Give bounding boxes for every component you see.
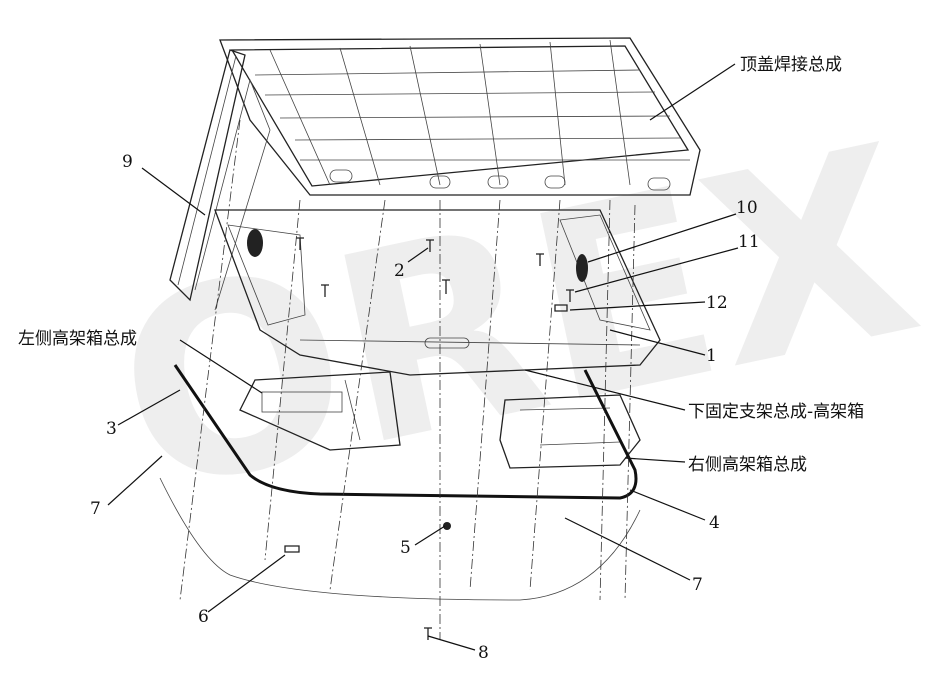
callout-2: 2 [394, 261, 405, 281]
callout-12: 12 [706, 293, 728, 313]
right-speaker-grille [576, 254, 588, 282]
callout-8: 8 [478, 643, 489, 663]
label-right-box: 右侧高架箱总成 [688, 455, 807, 475]
callout-11: 11 [738, 232, 760, 252]
callout-10: 10 [736, 198, 758, 218]
roof-weld-assembly [169, 37, 701, 311]
callout-5: 5 [400, 538, 411, 558]
callout-labels: 顶盖焊接总成 左侧高架箱总成 下固定支架总成-高架箱 右侧高架箱总成 1 2 3… [18, 55, 864, 663]
label-left-box: 左侧高架箱总成 [18, 329, 137, 349]
callout-7a: 7 [90, 499, 101, 519]
callout-1: 1 [706, 346, 717, 366]
callout-3: 3 [106, 419, 117, 439]
overhead-console [214, 209, 661, 376]
seal-strip [173, 364, 638, 500]
callout-7b: 7 [692, 575, 703, 595]
label-lower-bracket: 下固定支架总成-高架箱 [688, 402, 864, 422]
left-speaker-grille [247, 229, 263, 257]
leader-lines [107, 63, 739, 651]
right-high-box-assembly [499, 394, 641, 469]
callout-9: 9 [122, 152, 133, 172]
label-roof-weld: 顶盖焊接总成 [740, 55, 842, 75]
callout-6: 6 [198, 607, 209, 627]
fasteners [284, 237, 574, 640]
callout-4: 4 [709, 513, 720, 533]
left-high-box-assembly [239, 371, 401, 451]
headliner-panel [159, 477, 641, 601]
